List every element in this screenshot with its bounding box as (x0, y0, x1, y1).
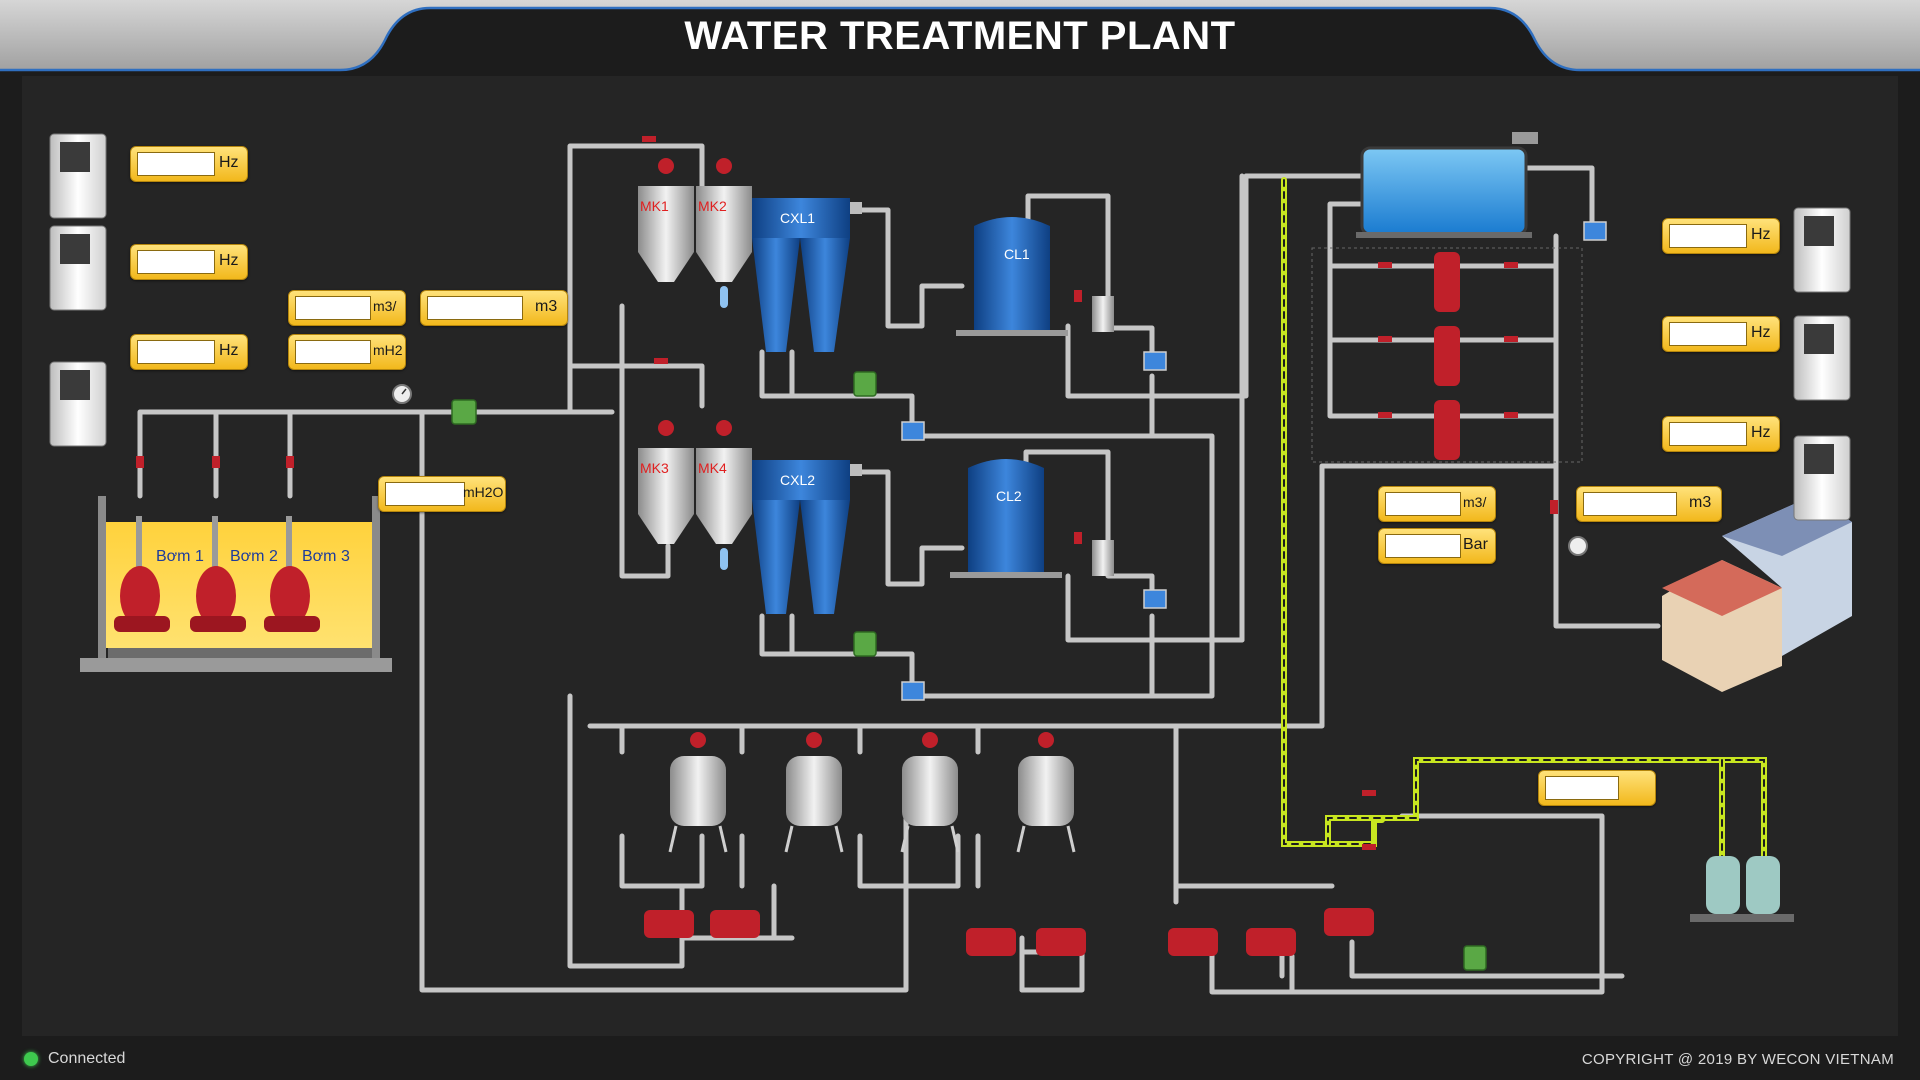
clarifier-cxl2 (752, 460, 862, 614)
mixing-tank-mk3 (638, 420, 694, 544)
mixer-label-mk1: MK1 (640, 198, 669, 214)
supply-flow-rate-value[interactable] (1385, 492, 1461, 516)
basin-level-value[interactable] (385, 482, 465, 506)
clean-water-tank (1356, 132, 1538, 238)
dosing-tank-1 (668, 732, 728, 853)
dosing-tank-3 (900, 732, 960, 853)
pipe-network (137, 143, 1661, 995)
supply-pressure-field[interactable]: Bar (1378, 528, 1496, 564)
unit-label: Hz (1751, 324, 1771, 341)
active-flow-pipes (1281, 177, 1767, 879)
raw-head-field[interactable]: mH2 (288, 334, 406, 370)
vfd-drive-5 (1793, 315, 1851, 401)
vfd5-frequency-value[interactable] (1669, 322, 1747, 346)
process-diagram (49, 132, 1852, 995)
unit-label: mH2 (373, 342, 403, 358)
backwash-value[interactable] (1545, 776, 1619, 800)
page-title: WATER TREATMENT PLANT (684, 14, 1236, 58)
connection-status-text: Connected (48, 1050, 126, 1067)
supply-volume-field[interactable]: m3 (1576, 486, 1722, 522)
vfd-drive-6 (1793, 435, 1851, 521)
unit-label: m3/ (1463, 494, 1487, 510)
mixing-tank-mk4 (696, 420, 752, 570)
vfd5-frequency-field[interactable]: Hz (1662, 316, 1780, 352)
vfd-drive-1 (49, 133, 107, 219)
vfd6-frequency-value[interactable] (1669, 422, 1747, 446)
clarifier-cxl1 (752, 198, 862, 352)
factory-building-icon (1662, 496, 1852, 692)
unit-label: mH2O (463, 484, 504, 500)
status-bar (0, 1040, 1920, 1080)
vfd2-frequency-field[interactable]: Hz (130, 244, 248, 280)
supply-volume-value[interactable] (1583, 492, 1677, 516)
vfd-drive-3 (49, 361, 107, 447)
header-bar: WATER TREATMENT PLANT (0, 0, 1920, 74)
dosing-tank-4 (1016, 732, 1076, 853)
supply-flow-rate-field[interactable]: m3/ (1378, 486, 1496, 522)
clarifier-label-cxl1: CXL1 (780, 210, 816, 226)
raw-flow-rate-field[interactable]: m3/ (288, 290, 406, 326)
distribution-pump-rack (1311, 247, 1583, 463)
pressure-gauge-icon (392, 384, 412, 404)
process-canvas: Bơm 1 Bơm 2 Bơm 3 MK1 MK2 MK3 MK4 CXL1 C… (22, 76, 1898, 1036)
submersible-pump-1[interactable] (114, 516, 170, 632)
vfd2-frequency-value[interactable] (137, 250, 215, 274)
raw-volume-field[interactable]: m3 (420, 290, 568, 326)
mixer-label-mk2: MK2 (698, 198, 727, 214)
filter-label-cl2: CL2 (996, 488, 1022, 504)
vfd4-frequency-value[interactable] (1669, 224, 1747, 248)
supply-pressure-value[interactable] (1385, 534, 1461, 558)
mixing-tank-mk2 (696, 158, 752, 308)
mixer-label-mk4: MK4 (698, 460, 727, 476)
raw-volume-value[interactable] (427, 296, 523, 320)
vfd1-frequency-value[interactable] (137, 152, 215, 176)
unit-label: Hz (1751, 424, 1771, 441)
mixer-label-mk3: MK3 (640, 460, 669, 476)
unit-label: Hz (219, 154, 239, 171)
unit-label: m3/ (373, 298, 397, 314)
vfd3-frequency-field[interactable]: Hz (130, 334, 248, 370)
connection-status-icon (24, 1052, 38, 1066)
pump-label-2: Bơm 2 (230, 548, 278, 565)
pump-label-1: Bơm 1 (156, 548, 204, 565)
level-sensors (901, 221, 1607, 701)
submersible-pump-3[interactable] (264, 516, 320, 632)
unit-label: m3 (1689, 494, 1712, 511)
clarifier-label-cxl2: CXL2 (780, 472, 816, 488)
unit-label: Bar (1463, 536, 1488, 553)
filter-tank-cl2 (950, 459, 1114, 578)
valves[interactable] (136, 136, 1558, 850)
basin-level-field[interactable]: mH2O (378, 476, 506, 512)
vfd1-frequency-field[interactable]: Hz (130, 146, 248, 182)
header-frame (0, 0, 1920, 74)
dosing-pumps (644, 908, 1374, 956)
copyright-text: COPYRIGHT @ 2019 BY WECON VIETNAM (1581, 1051, 1894, 1068)
vfd-drive-2 (49, 225, 107, 311)
unit-label: Hz (1751, 226, 1771, 243)
unit-label: Hz (219, 342, 239, 359)
pressure-filters (1690, 856, 1794, 922)
filter-tank-cl1 (956, 217, 1114, 336)
pressure-gauge-2-icon (1568, 536, 1588, 556)
raw-head-value[interactable] (295, 340, 371, 364)
pump-label-3: Bơm 3 (302, 548, 350, 565)
vfd4-frequency-field[interactable]: Hz (1662, 218, 1780, 254)
dosing-tank-2 (784, 732, 844, 853)
unit-label: Hz (219, 252, 239, 269)
backwash-field[interactable] (1538, 770, 1656, 806)
flowmeter-icon (451, 399, 477, 425)
raw-flow-rate-value[interactable] (295, 296, 371, 320)
vfd-drive-4 (1793, 207, 1851, 293)
vfd3-frequency-value[interactable] (137, 340, 215, 364)
vfd6-frequency-field[interactable]: Hz (1662, 416, 1780, 452)
flowmeters (853, 371, 1487, 971)
mixing-tank-mk1 (638, 158, 694, 282)
unit-label: m3 (535, 298, 558, 315)
filter-label-cl1: CL1 (1004, 246, 1030, 262)
submersible-pump-2[interactable] (190, 516, 246, 632)
